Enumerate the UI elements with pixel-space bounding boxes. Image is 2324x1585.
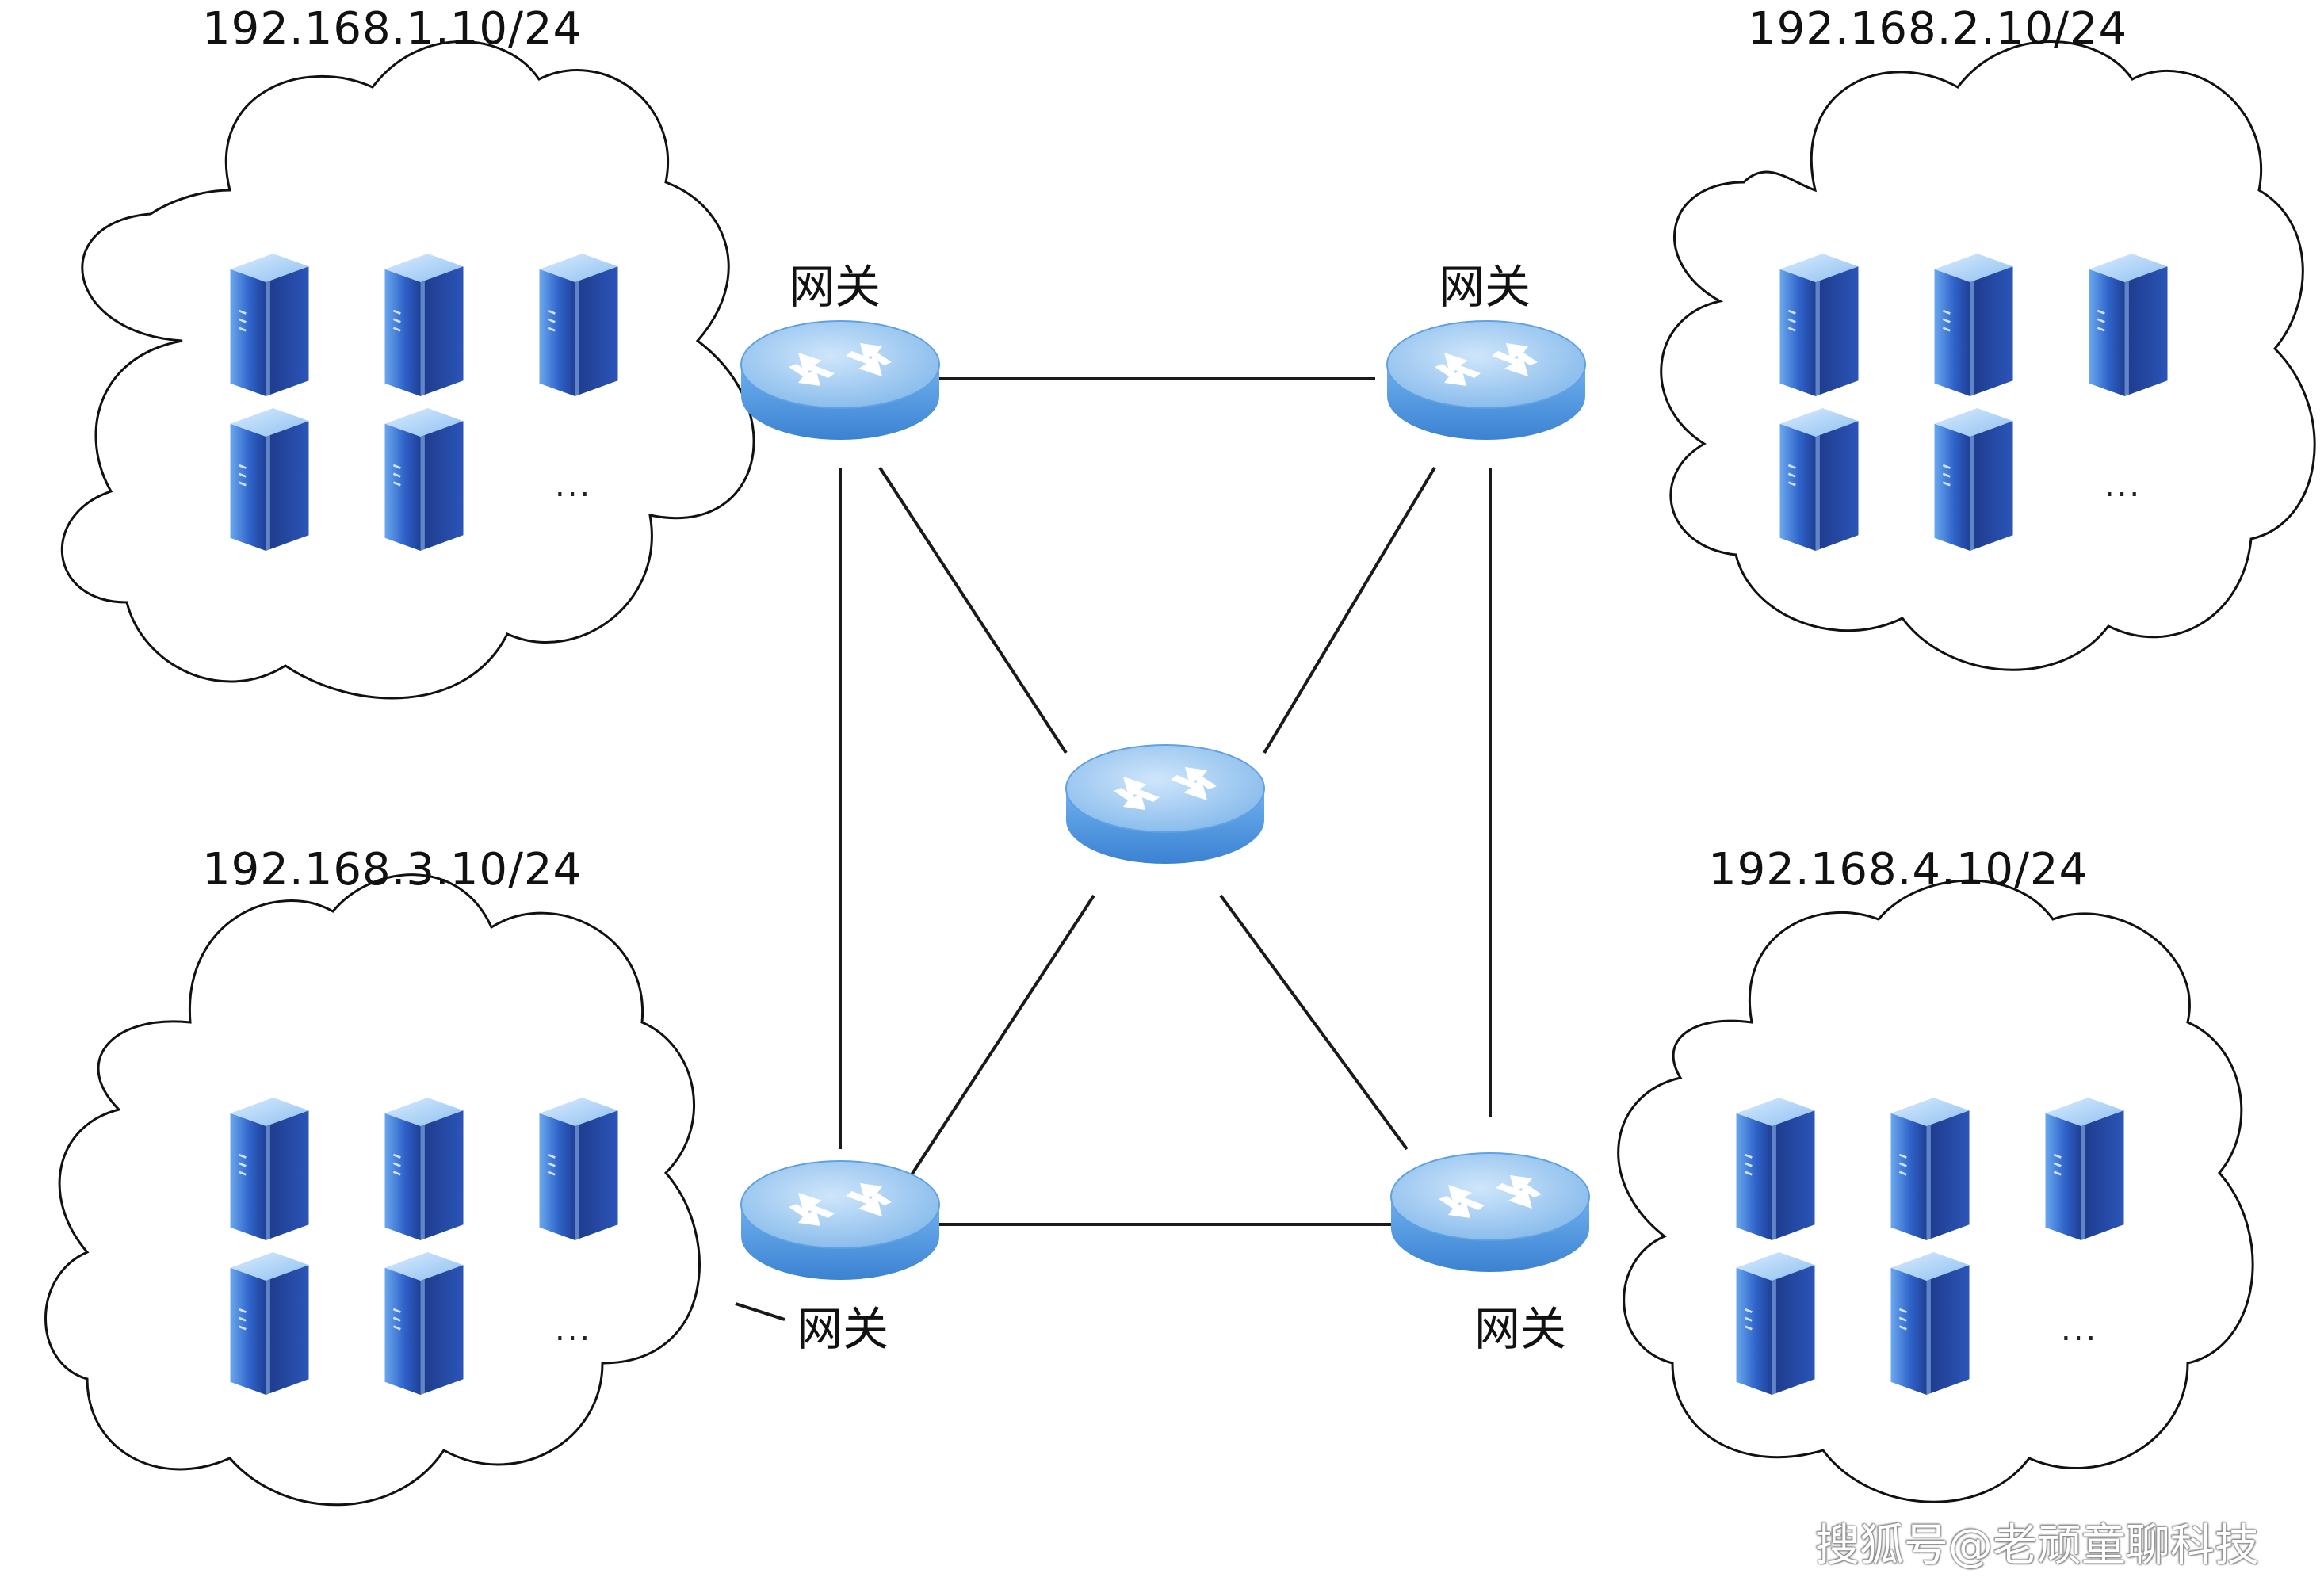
server-icon	[384, 1096, 464, 1242]
gateway-2-router-icon	[1386, 320, 1586, 441]
link-gw4-core	[1219, 894, 1409, 1151]
server-icon	[1735, 1251, 1816, 1396]
core-router-icon	[1065, 744, 1265, 865]
server-icon	[229, 407, 310, 552]
gateway-4-router-icon	[1390, 1152, 1590, 1273]
server-icon	[1779, 407, 1860, 552]
server-icon	[229, 1096, 310, 1242]
gateway-1-label: 网关	[789, 260, 881, 314]
link-gw2-core	[1263, 466, 1436, 754]
network-3-label: 192.168.3.10/24	[202, 844, 583, 896]
gateway-1-router-icon	[740, 320, 940, 441]
server-icon	[1933, 407, 2014, 552]
server-icon	[229, 1251, 310, 1396]
links	[735, 377, 1492, 1321]
gateway-4-label: 网关	[1474, 1302, 1567, 1356]
gateway-2-label: 网关	[1439, 260, 1531, 314]
server-icon	[384, 407, 464, 552]
network-4-more: ...	[2061, 1312, 2099, 1348]
gateway-3-label: 网关	[797, 1302, 889, 1356]
server-icon	[1933, 252, 2014, 398]
network-cloud-3	[44, 873, 701, 1507]
server-icon	[538, 252, 619, 398]
network-1-label: 192.168.1.10/24	[202, 3, 583, 55]
link-gw1-core	[878, 466, 1068, 754]
watermark: 搜狐号@老顽童聊科技	[1815, 1520, 2259, 1572]
server-icon	[1735, 1096, 1816, 1242]
server-icon	[1779, 252, 1860, 398]
link-gw3-net3	[735, 1302, 785, 1321]
network-4-label: 192.168.4.10/24	[1708, 844, 2089, 896]
network-1-more: ...	[555, 468, 593, 504]
network-2-more: ...	[2104, 468, 2142, 504]
link-gw3-core	[906, 894, 1095, 1182]
server-icon	[384, 1251, 464, 1396]
network-3-more: ...	[555, 1312, 593, 1348]
gateway-3-router-icon	[740, 1160, 940, 1281]
network-2-label: 192.168.2.10/24	[1748, 3, 2128, 55]
server-icon	[1890, 1096, 1970, 1242]
server-icon	[2088, 252, 2169, 398]
server-icon	[2044, 1096, 2125, 1242]
server-icon	[538, 1096, 619, 1242]
server-icon	[1890, 1251, 1970, 1396]
server-icon	[229, 252, 310, 398]
server-icon	[384, 252, 464, 398]
